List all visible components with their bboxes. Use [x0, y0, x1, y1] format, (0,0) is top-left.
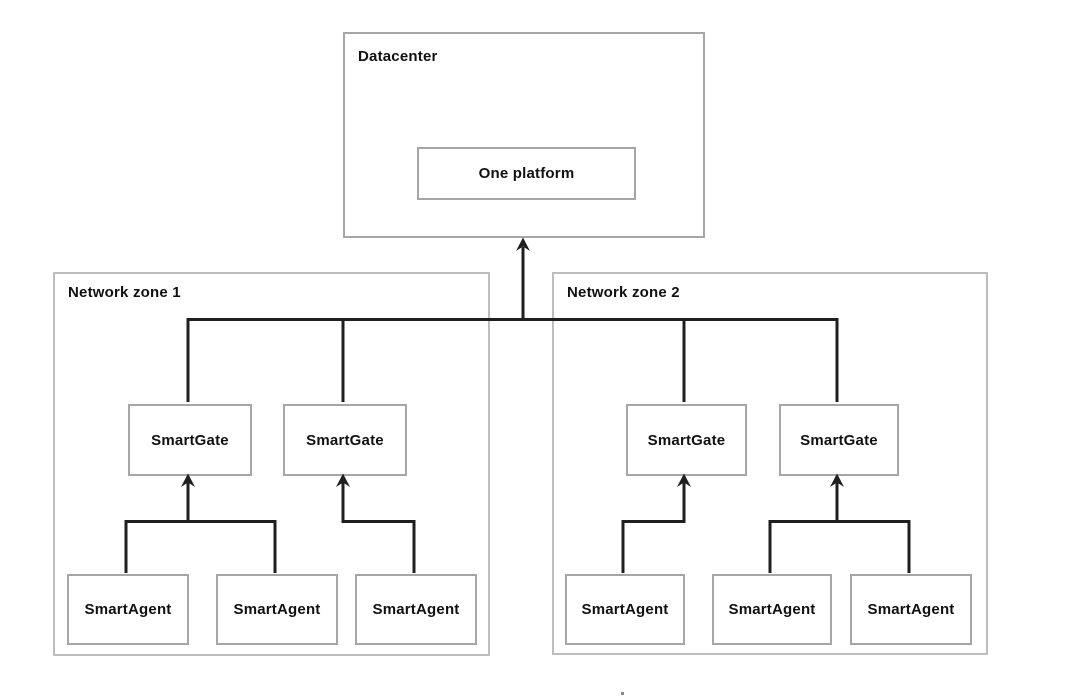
smartgate-label: SmartGate — [800, 431, 878, 449]
smartagent-box-zone2-2: SmartAgent — [712, 574, 832, 645]
one-platform-box: One platform — [417, 147, 636, 200]
network-zone-1-label: Network zone 1 — [68, 284, 181, 301]
smartagent-box-zone2-1: SmartAgent — [565, 574, 685, 645]
network-zone-1-container: Network zone 1 SmartGate SmartGate Smart… — [53, 272, 490, 656]
arrowhead-to-datacenter-icon — [516, 237, 530, 251]
one-platform-label: One platform — [478, 165, 575, 182]
smartagent-label: SmartAgent — [581, 601, 669, 618]
smartgate-label: SmartGate — [647, 431, 726, 449]
smartagent-label: SmartAgent — [372, 601, 460, 618]
network-zone-2-label: Network zone 2 — [567, 284, 680, 301]
datacenter-label: Datacenter — [358, 48, 438, 65]
smartgate-box-zone2-left: SmartGate — [626, 404, 747, 476]
datacenter-container: Datacenter One platform — [343, 32, 705, 238]
smartgate-box-zone2-right: SmartGate — [779, 404, 899, 476]
smartagent-box-zone1-1: SmartAgent — [67, 574, 189, 645]
stray-mark — [621, 692, 624, 695]
smartagent-box-zone1-2: SmartAgent — [216, 574, 338, 645]
smartgate-label: SmartGate — [151, 431, 229, 449]
smartgate-label: SmartGate — [306, 431, 384, 449]
smartgate-box-zone1-left: SmartGate — [128, 404, 252, 476]
smartagent-box-zone2-3: SmartAgent — [850, 574, 972, 645]
smartgate-box-zone1-right: SmartGate — [283, 404, 407, 476]
smartagent-label: SmartAgent — [728, 601, 816, 618]
network-zone-2-container: Network zone 2 SmartGate SmartGate Smart… — [552, 272, 988, 655]
smartagent-label: SmartAgent — [84, 601, 172, 618]
smartagent-label: SmartAgent — [233, 601, 321, 618]
smartagent-label: SmartAgent — [867, 601, 955, 618]
smartagent-box-zone1-3: SmartAgent — [355, 574, 477, 645]
